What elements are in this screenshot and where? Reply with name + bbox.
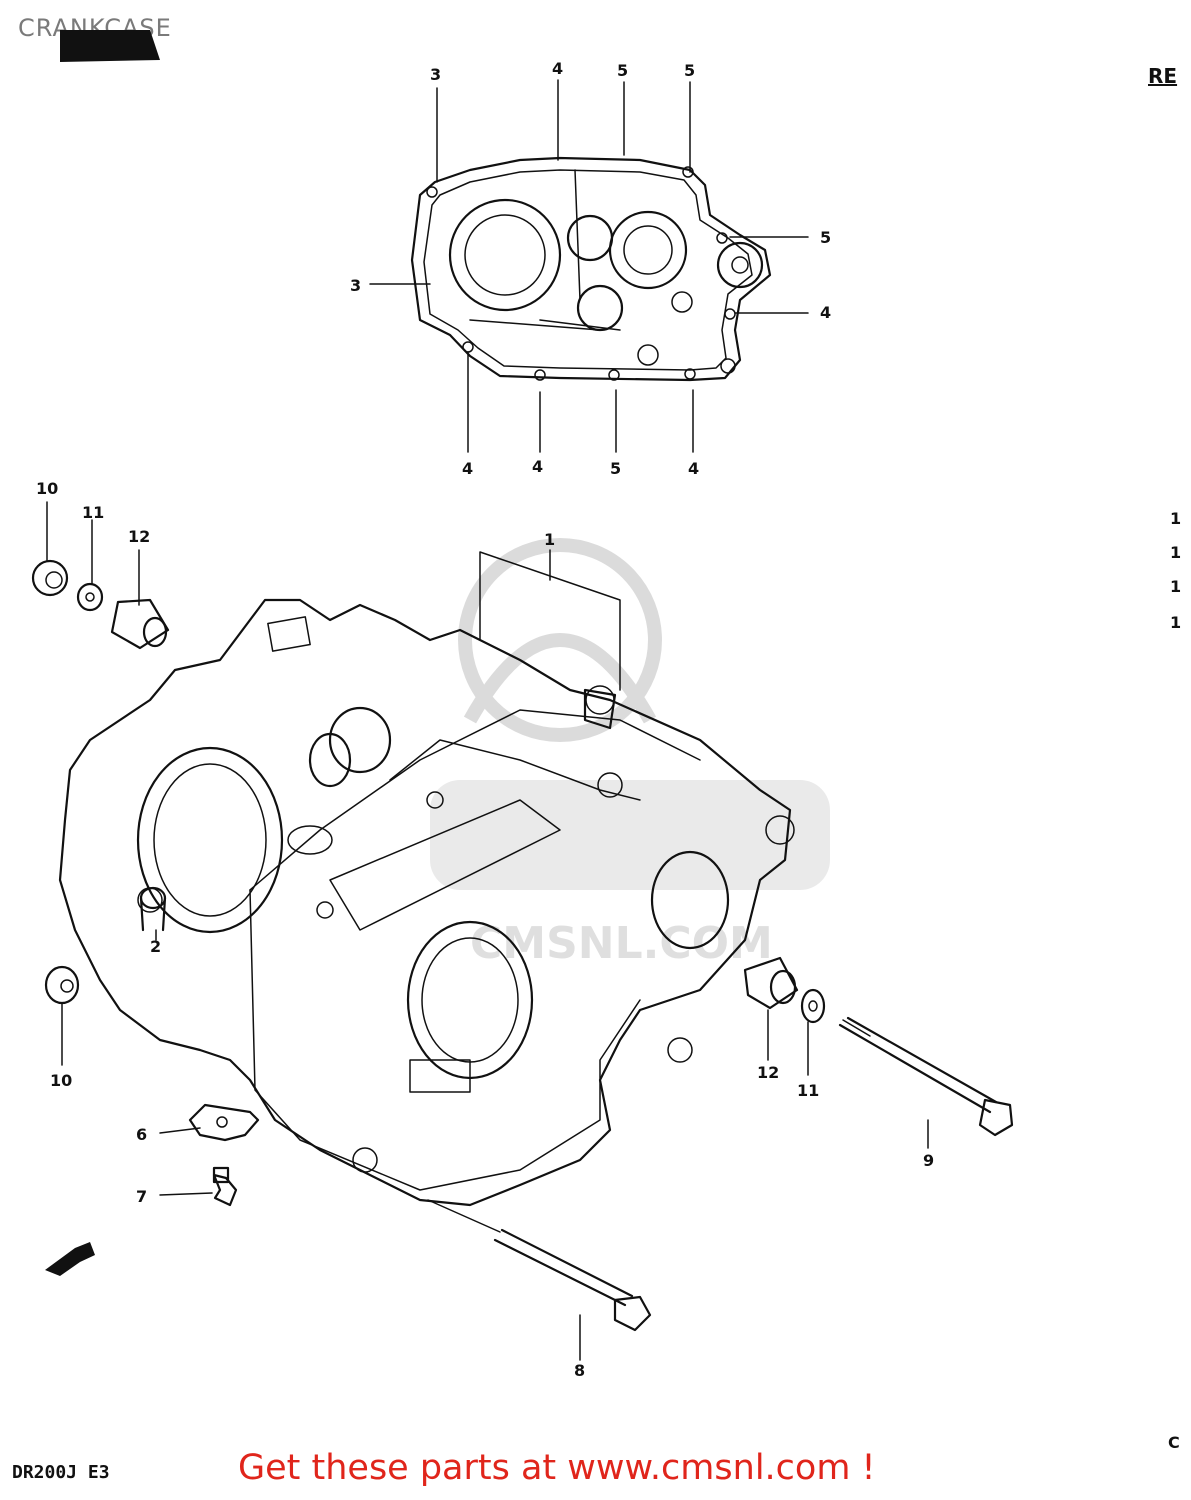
callout-4b: 4: [820, 303, 831, 322]
watermark-logo: CMSNL.COM: [430, 538, 830, 969]
edge-mark: C: [1168, 1433, 1180, 1452]
callout-5a: 5: [617, 61, 628, 80]
plate-6: [188, 1103, 260, 1142]
callout-9: 9: [923, 1151, 934, 1170]
right-damper-set: [743, 956, 826, 1024]
dowel-pin-2: [139, 886, 167, 932]
callout-4c: 4: [462, 459, 473, 478]
crankcase-assembly: [58, 598, 795, 1207]
cta-link[interactable]: Get these parts at www.cmsnl.com !: [238, 1448, 876, 1488]
callout-5d: 5: [610, 459, 621, 478]
callout-4e: 4: [688, 459, 699, 478]
model-code-label: DR200J E3: [12, 1462, 110, 1483]
screw-7: [212, 1166, 238, 1207]
callout-numbers: 3 4 5 5 3 5 4 4 4 5 4 10 11 12 1 2 10 12…: [36, 59, 934, 1380]
leader-lines: [46, 79, 929, 1361]
callout-4d: 4: [532, 457, 543, 476]
callout-6: 6: [136, 1125, 147, 1144]
callout-12a: 12: [128, 527, 150, 546]
edge-mark: 1: [1170, 577, 1181, 596]
front-arrow-icon: [45, 1242, 95, 1276]
header-logo-mark: [60, 30, 160, 62]
callout-5b: 5: [684, 61, 695, 80]
callout-7: 7: [136, 1187, 147, 1206]
through-bolt-9: [838, 1016, 1014, 1137]
right-edge-marks: 1 1 1 1 C: [1168, 509, 1181, 1452]
callout-10b: 10: [50, 1071, 72, 1090]
callout-12b: 12: [757, 1063, 779, 1082]
callout-4a: 4: [552, 59, 563, 78]
callout-5c: 5: [820, 228, 831, 247]
left-damper-set: [31, 559, 170, 650]
callout-11b: 11: [797, 1081, 819, 1100]
crankcase-gasket: [410, 156, 772, 382]
edge-mark: 1: [1170, 509, 1181, 528]
callout-2: 2: [150, 937, 161, 956]
ref-edge-label: RE: [1148, 64, 1178, 88]
lower-damper-10: [44, 965, 80, 1005]
callout-11a: 11: [82, 503, 104, 522]
callout-10a: 10: [36, 479, 58, 498]
edge-mark: 1: [1170, 543, 1181, 562]
through-bolt-8: [493, 1228, 652, 1332]
callout-8: 8: [574, 1361, 585, 1380]
watermark-text: CMSNL.COM: [470, 918, 773, 969]
callout-1: 1: [544, 530, 555, 549]
callout-3a: 3: [430, 65, 441, 84]
callout-3b: 3: [350, 276, 361, 295]
edge-mark: 1: [1170, 613, 1181, 632]
